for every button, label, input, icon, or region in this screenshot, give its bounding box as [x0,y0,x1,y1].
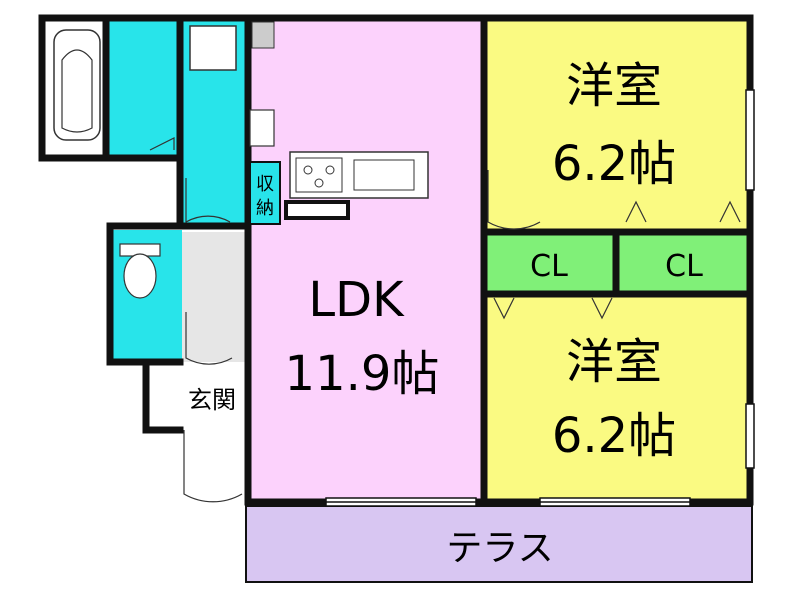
toilet-icon [123,253,157,299]
western-room-lower-name: 洋室 [566,334,662,390]
western-room-upper-name: 洋室 [566,58,662,114]
door-swings [149,137,541,503]
closet-right-label: CL [665,249,703,284]
washbasin [189,25,237,71]
bathtub [53,29,101,141]
closet-right-floor [618,232,750,294]
stove [295,157,343,193]
ldk-name: LDK [308,272,405,328]
storage-label-line2: 納 [256,198,274,219]
closet-left-label: CL [530,249,568,284]
closet-left-floor [484,232,614,294]
sink [353,159,415,191]
western-room-upper-floor [484,18,750,232]
terrace-label: テラス [446,528,553,569]
bathtub-inner [61,49,93,133]
bathroom-floor [106,18,180,156]
entrance-label: 玄関 [188,386,236,414]
burner-icon [325,165,335,175]
windows [325,89,755,507]
ldk-floor [248,18,484,502]
washing-machine-space [249,109,275,147]
entrance-floor [180,362,246,430]
closet-doors [493,200,741,320]
burner-icon [314,178,324,188]
ldk-size: 11.9帖 [285,346,440,402]
storage-label-line1: 収 [256,174,274,195]
shelf [251,21,275,49]
counter-base [284,200,350,220]
burner-icon [303,165,313,175]
western-room-lower-size: 6.2帖 [552,408,676,464]
storage-floor [249,161,281,225]
walls [38,14,754,506]
hall-floor [182,232,248,362]
terrace-floor [245,505,753,583]
western-room-upper-size: 6.2帖 [552,136,676,192]
western-room-lower-floor [484,294,750,502]
